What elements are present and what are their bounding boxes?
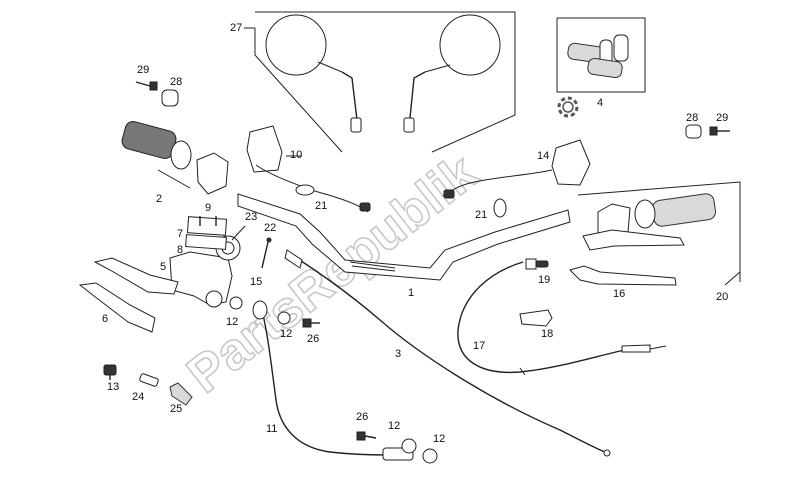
callout-26-b: 26 (356, 411, 368, 423)
bar-end-right (685, 124, 702, 139)
callout-19: 19 (538, 274, 550, 286)
callout-29-left: 29 (137, 64, 149, 76)
callout-8: 8 (177, 244, 183, 256)
callout-13: 13 (107, 381, 119, 393)
callout-21-right: 21 (475, 209, 487, 221)
switch-10 (246, 125, 371, 213)
washer-12-c (401, 438, 417, 454)
callout-12-c: 12 (388, 420, 400, 432)
cover-18 (519, 309, 553, 327)
lever-6 (78, 282, 156, 333)
callout-3: 3 (395, 348, 401, 360)
master-cylinder-5 (169, 216, 241, 308)
callout-5: 5 (160, 261, 166, 273)
callout-12-b: 12 (280, 328, 292, 340)
callout-6: 6 (102, 313, 108, 325)
callout-28-left: 28 (170, 76, 182, 88)
callout-24: 24 (132, 391, 144, 403)
callout-12-d: 12 (433, 433, 445, 445)
screw-26-b (356, 431, 377, 441)
callout-28-right: 28 (686, 112, 698, 124)
lever-16 (569, 265, 677, 286)
callout-18: 18 (541, 328, 553, 340)
bar-end-left (161, 89, 179, 107)
callout-25: 25 (170, 403, 182, 415)
handlebar (237, 193, 571, 281)
callout-16: 16 (613, 288, 625, 300)
boot-25 (169, 382, 193, 406)
pin-22 (261, 237, 272, 269)
callout-29-right: 29 (716, 112, 728, 124)
washer-12-a (229, 296, 243, 310)
callout-1: 1 (408, 287, 414, 299)
clutch-cable-17 (457, 261, 667, 376)
screw-26-a (302, 318, 320, 328)
callout-21-left: 21 (315, 200, 327, 212)
adjuster-19 (525, 258, 549, 270)
washer-12-d (422, 448, 438, 464)
callout-9: 9 (205, 202, 211, 214)
brake-hose-11 (252, 300, 414, 461)
grips-kit (556, 17, 646, 118)
callout-27: 27 (230, 22, 242, 34)
callout-26-a: 26 (307, 333, 319, 345)
callout-17: 17 (473, 340, 485, 352)
switch-14 (442, 139, 591, 218)
throttle-cable-3 (284, 249, 611, 457)
callout-20: 20 (716, 291, 728, 303)
callout-23: 23 (245, 211, 257, 223)
washer-12-b (277, 311, 291, 325)
callout-22: 22 (264, 222, 276, 234)
callout-15: 15 (250, 276, 262, 288)
right-group (577, 181, 741, 286)
screw-29-left (135, 81, 158, 91)
bolt-13 (103, 364, 117, 380)
gear-icon (557, 96, 579, 118)
callout-4: 4 (597, 97, 603, 109)
callout-12-a: 12 (226, 316, 238, 328)
callout-10: 10 (290, 149, 302, 161)
left-grip (121, 121, 229, 195)
callout-7: 7 (177, 228, 183, 240)
lever-upper (93, 257, 179, 295)
callout-14: 14 (537, 150, 549, 162)
callout-11: 11 (266, 423, 277, 435)
screws-9 (199, 216, 217, 226)
screw-29-right (709, 126, 730, 136)
callout-2: 2 (156, 193, 162, 205)
adjuster-24 (139, 373, 159, 387)
mirror-group (244, 11, 516, 153)
